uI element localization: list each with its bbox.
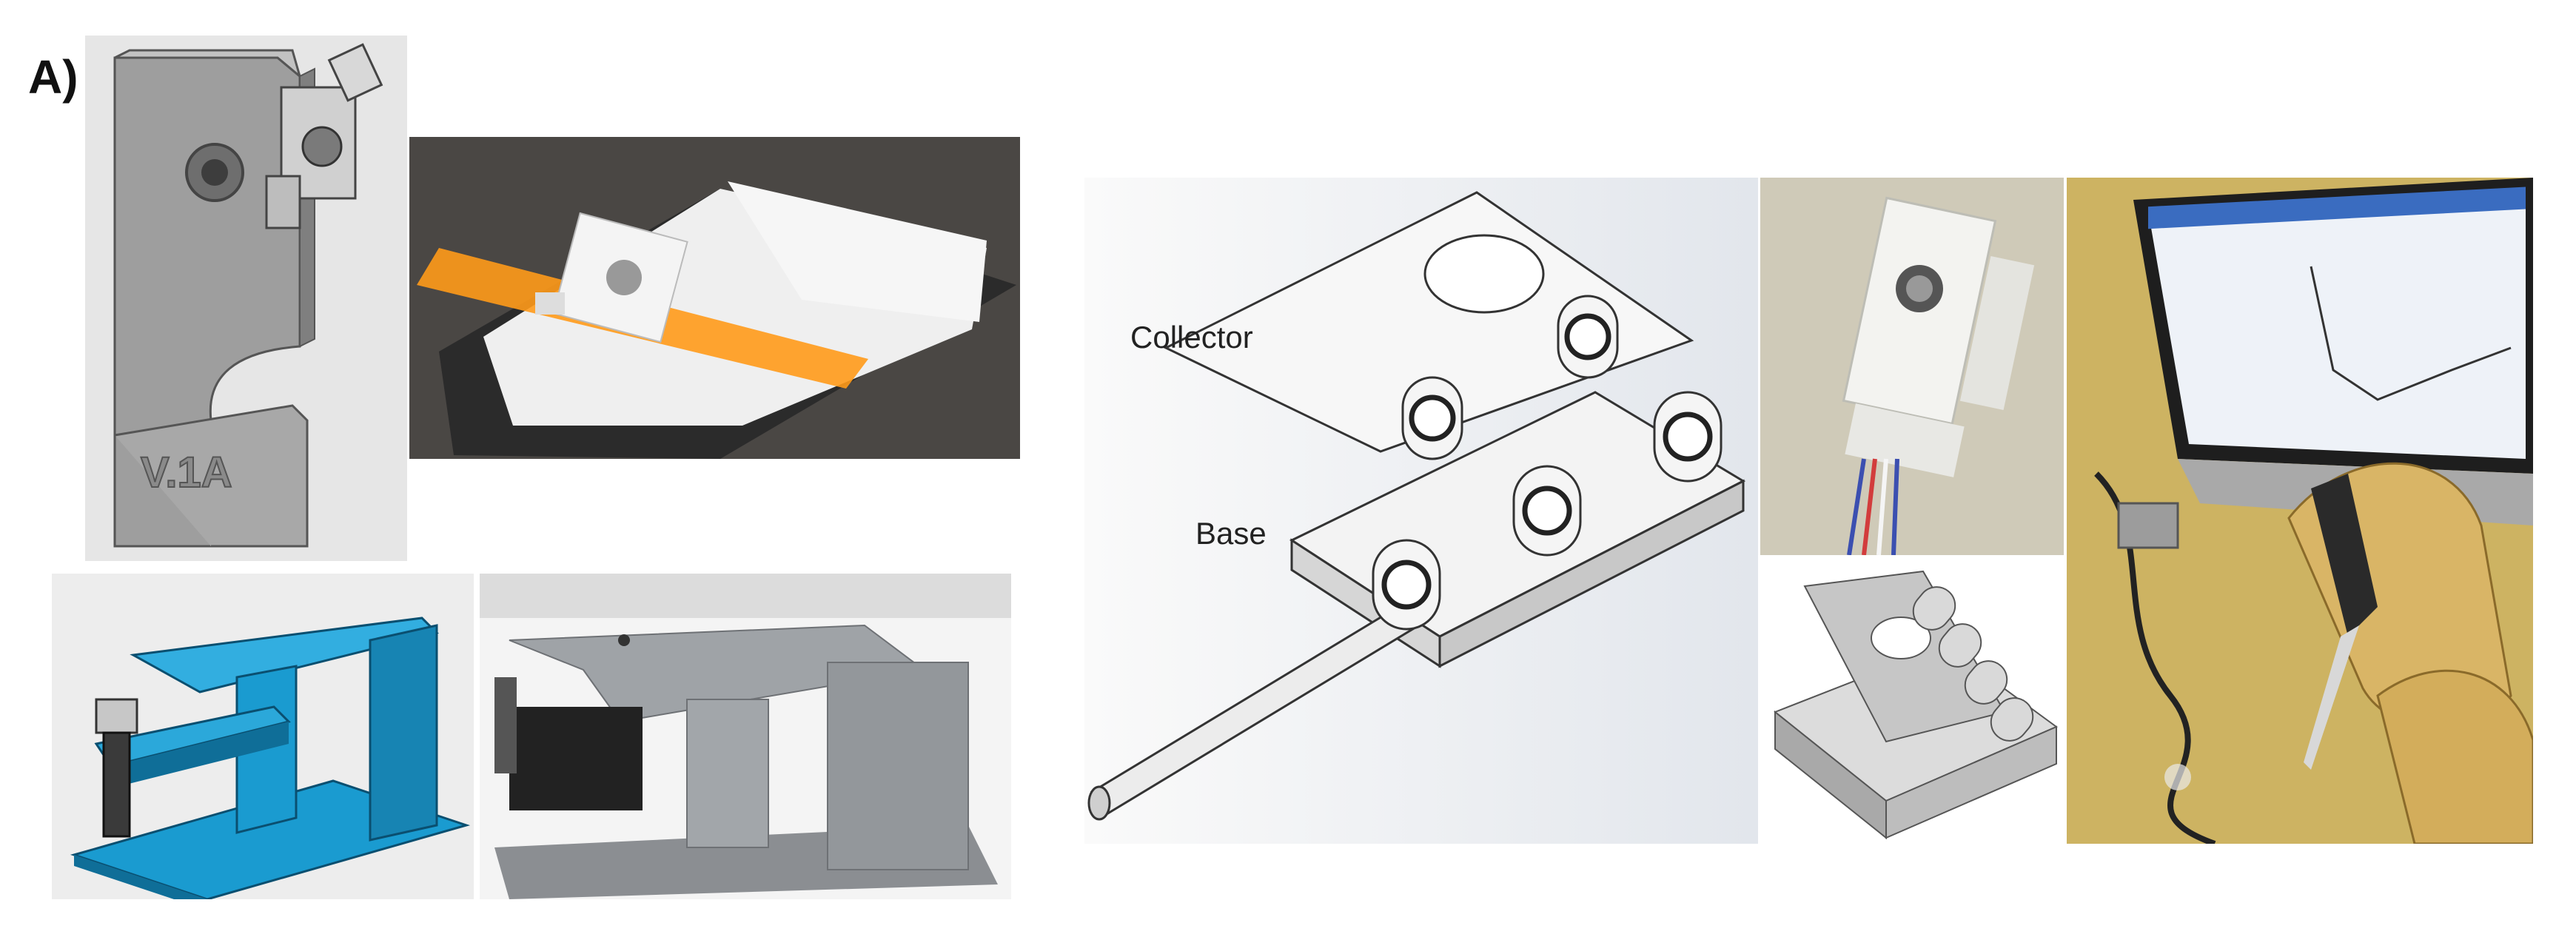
lab-photo-drawing: [2067, 178, 2533, 844]
collector-base-cad-drawing: Collector Base: [1084, 178, 1758, 844]
panel-c-lab-photo: [2067, 178, 2533, 844]
panel-c-hinge-cad: [1760, 557, 2064, 844]
blue-stand-cad-drawing: [52, 574, 474, 899]
gray-holder-cad-drawing: V.1A: [85, 36, 407, 561]
panel-b-photo: [480, 574, 1011, 899]
collector-label: Collector: [1130, 320, 1253, 355]
sensor-photo-drawing: [1760, 178, 2064, 555]
panel-c-sensor-photo: [1760, 178, 2064, 555]
collector-plate: [1163, 191, 1694, 453]
panel-a-label: A): [28, 50, 78, 104]
printed-holder-photo-drawing: [409, 137, 1020, 459]
panel-c-cad-render: Collector Base: [1084, 178, 1758, 844]
hinge-cad-drawing: [1760, 557, 2064, 844]
panel-a-cad-render: V.1A: [85, 36, 407, 561]
panel-b-cad-render: [52, 574, 474, 899]
holder-engraving-text: V.1A: [141, 449, 232, 497]
base-label: Base: [1195, 516, 1267, 551]
gray-stand-photo-drawing: [480, 574, 1011, 899]
panel-a-photo: [409, 137, 1020, 459]
